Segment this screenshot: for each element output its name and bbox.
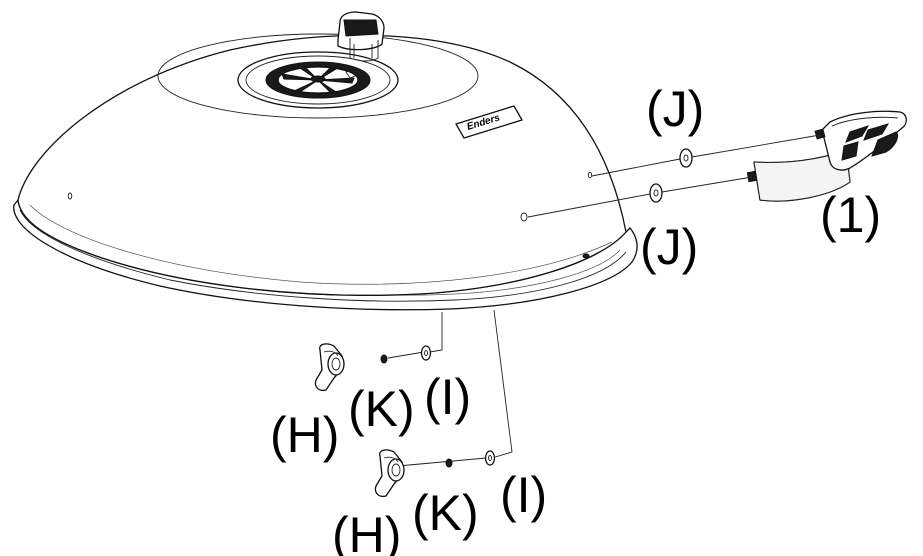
wing-nut-h-upper: [314, 343, 345, 392]
explode-line-lower-2: [661, 176, 753, 193]
vent-spokes: [281, 67, 355, 93]
lock-washer-k-lower: [445, 458, 453, 468]
lid-hole-lower: [520, 212, 528, 222]
label-handle-1: (1): [820, 187, 881, 243]
washer-j-upper: [679, 148, 693, 168]
explode-line-lower: [527, 193, 651, 218]
leader-line-upper-set: [429, 312, 443, 353]
explode-line-upper-2: [691, 134, 821, 158]
top-knob: [337, 11, 385, 62]
label-flatwasher-i-upper: (I): [424, 369, 471, 425]
lid-hinge-slot: [582, 253, 590, 259]
leader-line-lower-set: [491, 309, 513, 459]
label-flatwasher-i-lower: (I): [500, 467, 547, 523]
lid-hole-upper: [587, 171, 593, 179]
bolt-line-upper: [387, 351, 425, 359]
lid-hole-left: [67, 192, 73, 200]
label-lockwasher-k-upper: (K): [348, 381, 415, 437]
label-wingnut-h-lower: (H): [332, 507, 401, 556]
lock-washer-k-upper: [380, 354, 388, 364]
label-lockwasher-k-lower: (K): [412, 485, 479, 541]
flat-washer-i-upper: [420, 345, 432, 361]
label-washer-j-upper: (J): [646, 81, 704, 137]
label-wingnut-h-upper: (H): [270, 407, 339, 463]
lid-handle: [746, 110, 907, 202]
explode-line-upper: [591, 158, 681, 177]
washer-j-lower: [649, 183, 663, 203]
flat-washer-i-lower: [484, 450, 496, 466]
label-washer-j-lower: (J): [640, 219, 698, 275]
bolt-line-lower: [397, 457, 487, 467]
grill-lid: Enders: [13, 11, 638, 311]
wing-nut-h-lower: [374, 449, 405, 498]
